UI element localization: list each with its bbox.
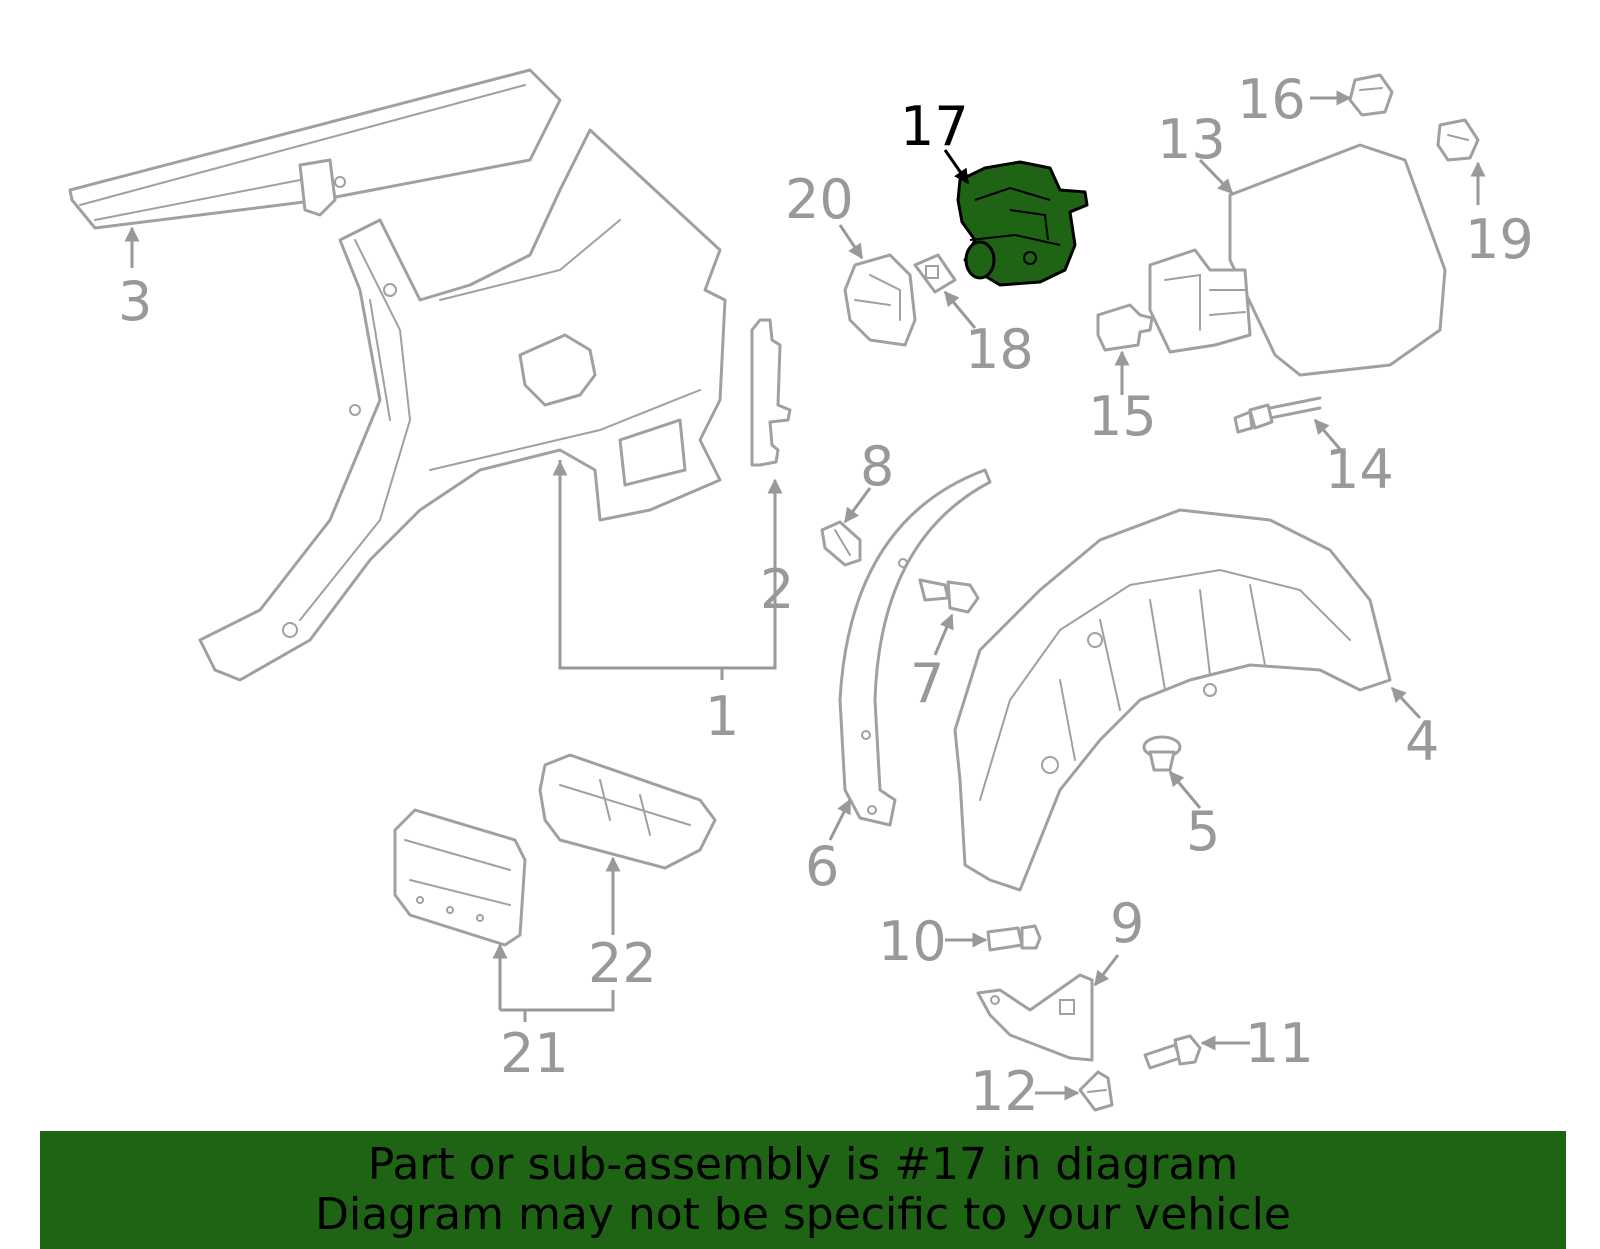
part-22-tray[interactable] bbox=[538, 753, 717, 870]
leader-5 bbox=[1168, 770, 1202, 809]
callout-8: 8 bbox=[860, 435, 894, 498]
part-11-screw[interactable] bbox=[1143, 1034, 1202, 1070]
part-15-hinge[interactable] bbox=[1096, 303, 1154, 352]
part-16-cap[interactable] bbox=[1348, 73, 1394, 117]
banner-line-1: Part or sub-assembly is #17 in diagram bbox=[367, 1139, 1239, 1190]
callout-20: 20 bbox=[785, 168, 854, 231]
leader-20 bbox=[838, 224, 864, 260]
callout-14: 14 bbox=[1325, 438, 1394, 501]
part-2-bracket[interactable] bbox=[750, 318, 792, 467]
callout-15: 15 bbox=[1088, 385, 1157, 448]
leader-8 bbox=[843, 487, 872, 524]
callout-6: 6 bbox=[805, 835, 839, 898]
part-4-fender-liner[interactable] bbox=[953, 508, 1392, 892]
callout-22: 22 bbox=[588, 932, 657, 995]
callout-12: 12 bbox=[970, 1060, 1039, 1123]
callout-11: 11 bbox=[1245, 1012, 1314, 1075]
leader-14 bbox=[1313, 418, 1347, 456]
callout-10: 10 bbox=[878, 910, 947, 973]
info-banner: Part or sub-assembly is #17 in diagram D… bbox=[40, 1131, 1566, 1249]
leader-6 bbox=[828, 798, 852, 841]
callout-16: 16 bbox=[1237, 68, 1306, 131]
leader-13 bbox=[1198, 158, 1234, 195]
callout-3: 3 bbox=[118, 270, 152, 333]
banner-line-2: Diagram may not be specific to your vehi… bbox=[315, 1189, 1291, 1240]
part-13-fuel-door[interactable] bbox=[1148, 143, 1447, 377]
callout-5: 5 bbox=[1186, 800, 1220, 863]
callout-19: 19 bbox=[1465, 208, 1534, 271]
leader-9 bbox=[1093, 954, 1120, 987]
part-17-fuel-door-actuator[interactable] bbox=[956, 160, 1089, 287]
leader-18 bbox=[943, 290, 977, 329]
leader-17 bbox=[943, 149, 970, 185]
leader-7 bbox=[933, 613, 954, 656]
parts-diagram: 1 2 3 4 5 6 7 8 9 10 11 12 13 14 15 16 1… bbox=[68, 68, 1534, 1123]
part-10-bolt[interactable] bbox=[986, 924, 1042, 952]
callout-17: 17 bbox=[900, 95, 969, 158]
callout-9: 9 bbox=[1110, 892, 1144, 955]
part-5-push-clip[interactable] bbox=[1142, 735, 1182, 772]
leader-21-bar bbox=[500, 990, 615, 1012]
part-20-filler-housing[interactable] bbox=[843, 253, 917, 347]
part-19-clip[interactable] bbox=[1436, 118, 1480, 162]
callout-21: 21 bbox=[500, 1022, 569, 1085]
callout-7: 7 bbox=[910, 652, 944, 715]
part-9-bracket[interactable] bbox=[976, 973, 1094, 1062]
part-7-screw[interactable] bbox=[918, 578, 980, 614]
leader-4 bbox=[1390, 686, 1422, 720]
part-18-gasket[interactable] bbox=[913, 253, 957, 294]
part-21-storage-box[interactable] bbox=[393, 808, 527, 947]
part-6-arch-molding[interactable] bbox=[838, 468, 992, 827]
part-14-bolt[interactable] bbox=[1233, 396, 1322, 434]
part-3-roof-rail[interactable] bbox=[68, 68, 562, 230]
callout-4: 4 bbox=[1405, 710, 1439, 773]
part-12-clip-nut[interactable] bbox=[1078, 1070, 1114, 1112]
callout-13: 13 bbox=[1157, 108, 1226, 171]
part-1-quarter-panel[interactable] bbox=[198, 128, 727, 682]
callout-2: 2 bbox=[760, 558, 794, 621]
part-8-clip[interactable] bbox=[820, 520, 862, 567]
callout-1: 1 bbox=[705, 685, 739, 748]
callout-18: 18 bbox=[965, 318, 1034, 381]
